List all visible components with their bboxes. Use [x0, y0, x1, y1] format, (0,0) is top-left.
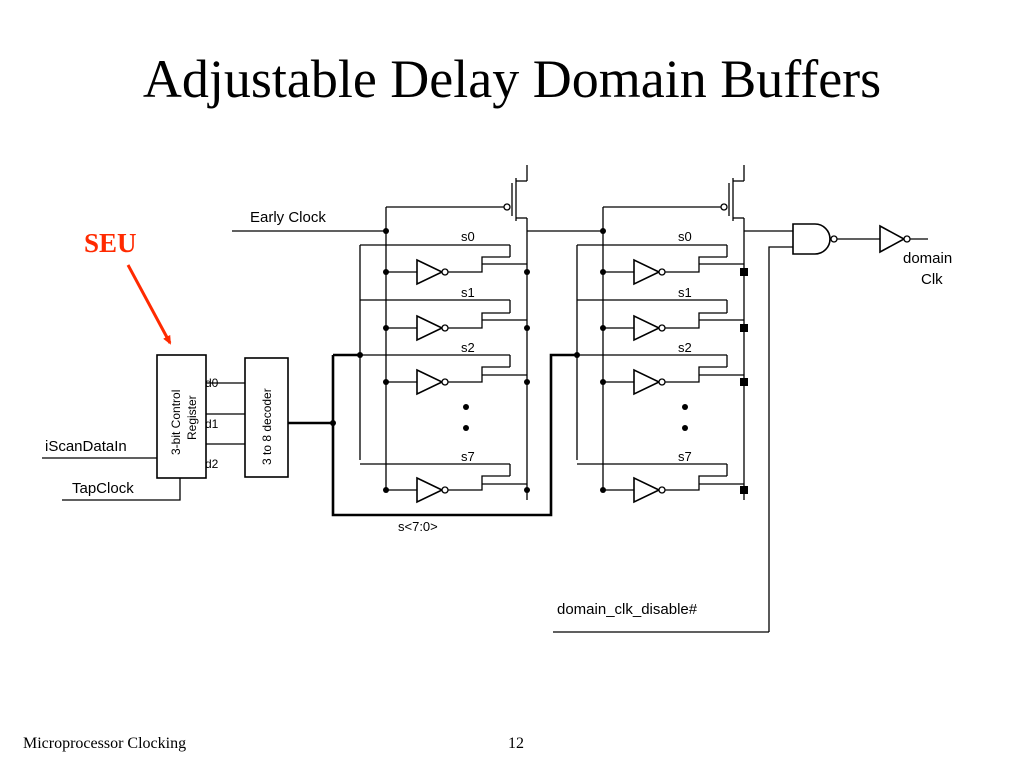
delay-stage-2: s0 s1 s2 s7 — [576, 165, 748, 504]
stage1-s0-label: s0 — [461, 229, 475, 244]
early-clock-label: Early Clock — [250, 209, 326, 226]
decoder-label: 3 to 8 decoder — [260, 388, 274, 465]
iscan-data-in-label: iScanDataIn — [45, 438, 127, 455]
output-gate — [744, 223, 928, 632]
delay-stage-1: s0 s1 s2 s7 — [359, 165, 530, 504]
stage1-s2-label: s2 — [461, 340, 475, 355]
d1-label: d1 — [205, 417, 219, 431]
slide-title: Adjustable Delay Domain Buffers — [142, 49, 882, 109]
disable-label: domain_clk_disable# — [557, 601, 698, 618]
stage1-s7-label: s7 — [461, 449, 475, 464]
stage2-s0-label: s0 — [678, 229, 692, 244]
tap-clock-label: TapClock — [72, 480, 134, 497]
page-number: 12 — [508, 735, 524, 752]
stage1-s1-label: s1 — [461, 285, 475, 300]
stage2-s2-label: s2 — [678, 340, 692, 355]
output-label-line2: Clk — [921, 271, 943, 288]
d2-label: d2 — [205, 457, 219, 471]
stage2-s1-label: s1 — [678, 285, 692, 300]
output-label-line1: domain — [903, 250, 952, 267]
stage2-s7-label: s7 — [678, 449, 692, 464]
decoder-output-bus — [288, 353, 577, 517]
decoder: 3 to 8 decoder — [244, 357, 289, 478]
seu-arrow — [126, 264, 172, 345]
control-register: 3-bit Control Register — [156, 354, 207, 479]
control-register-label-line1: 3-bit Control — [169, 390, 183, 455]
seu-label: SEU — [84, 228, 137, 258]
footer-course-title: Microprocessor Clocking — [23, 735, 187, 752]
control-register-label-line2: Register — [185, 395, 199, 440]
bus-label: s<7:0> — [398, 519, 438, 534]
